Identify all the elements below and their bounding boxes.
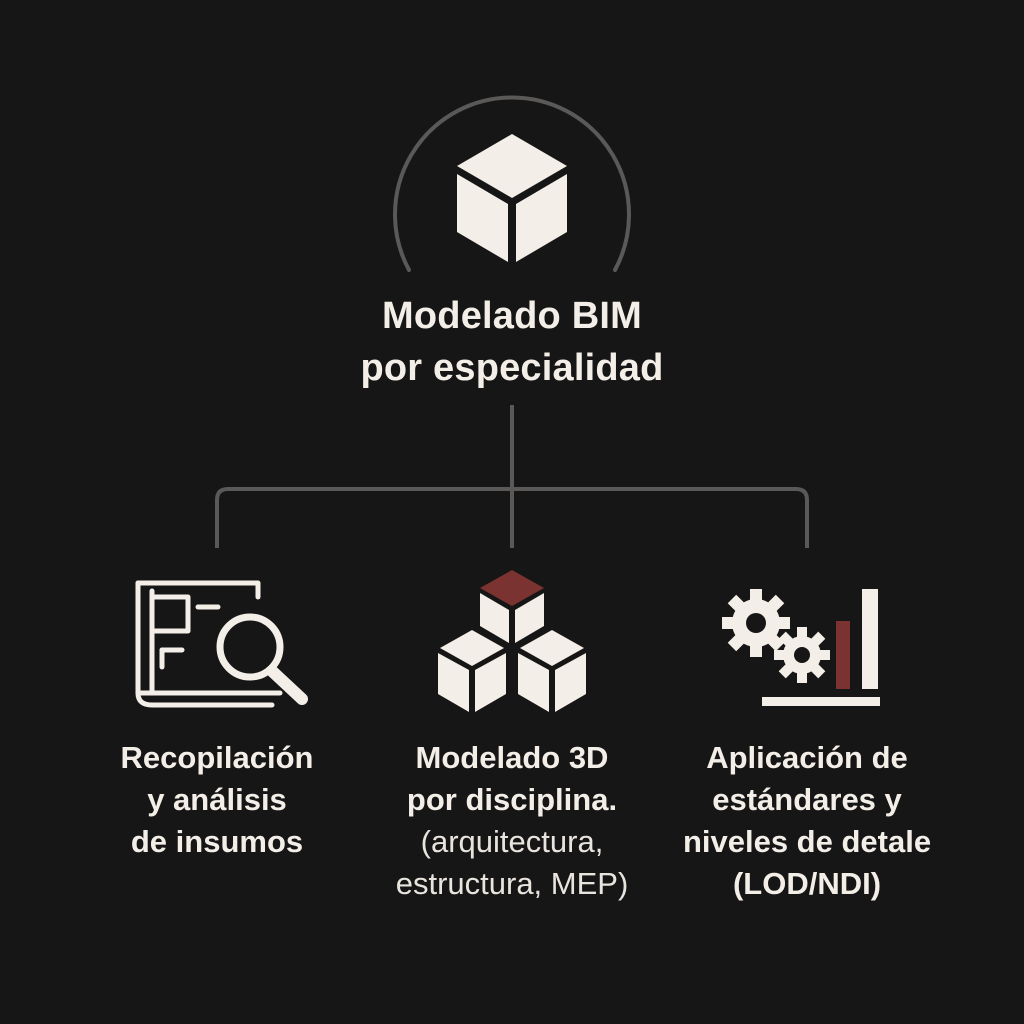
branch-1-line3: de insumos: [130, 824, 304, 859]
branch-2-line3: (arquitectura,: [420, 824, 604, 859]
branch-2-line4: estructura, MEP): [395, 866, 629, 901]
branch-label-modelado-3d: Modelado 3D por disciplina. (arquitectur…: [352, 737, 672, 905]
branch-2-line1: Modelado 3D: [415, 740, 609, 775]
branch-3-line1: Aplicación de: [706, 740, 908, 775]
gears-chart-icon: [722, 589, 880, 706]
branch-label-recopilacion: Recopilación y análisis de insumos: [57, 737, 377, 863]
branch-1-line1: Recopilación: [120, 740, 314, 775]
branch-3-line4: (LOD/NDI): [732, 866, 882, 901]
root-title-line2: por especialidad: [360, 347, 664, 389]
branch-1-line2: y análisis: [147, 782, 287, 817]
root-title: Modelado BIM por especialidad: [262, 290, 762, 394]
root-title-line1: Modelado BIM: [382, 295, 642, 337]
root-arc: [393, 95, 631, 272]
branch-bar: [215, 487, 809, 548]
branch-2-line2: por disciplina.: [406, 782, 618, 817]
branch-3-line3: niveles de detale: [682, 824, 932, 859]
branch-3-line2: estándares y: [712, 782, 902, 817]
stacked-cubes-icon: [438, 570, 586, 712]
cube-icon: [457, 134, 567, 262]
branch-label-estandares: Aplicación de estándares y niveles de de…: [647, 737, 967, 905]
document-search-icon: [135, 580, 308, 708]
